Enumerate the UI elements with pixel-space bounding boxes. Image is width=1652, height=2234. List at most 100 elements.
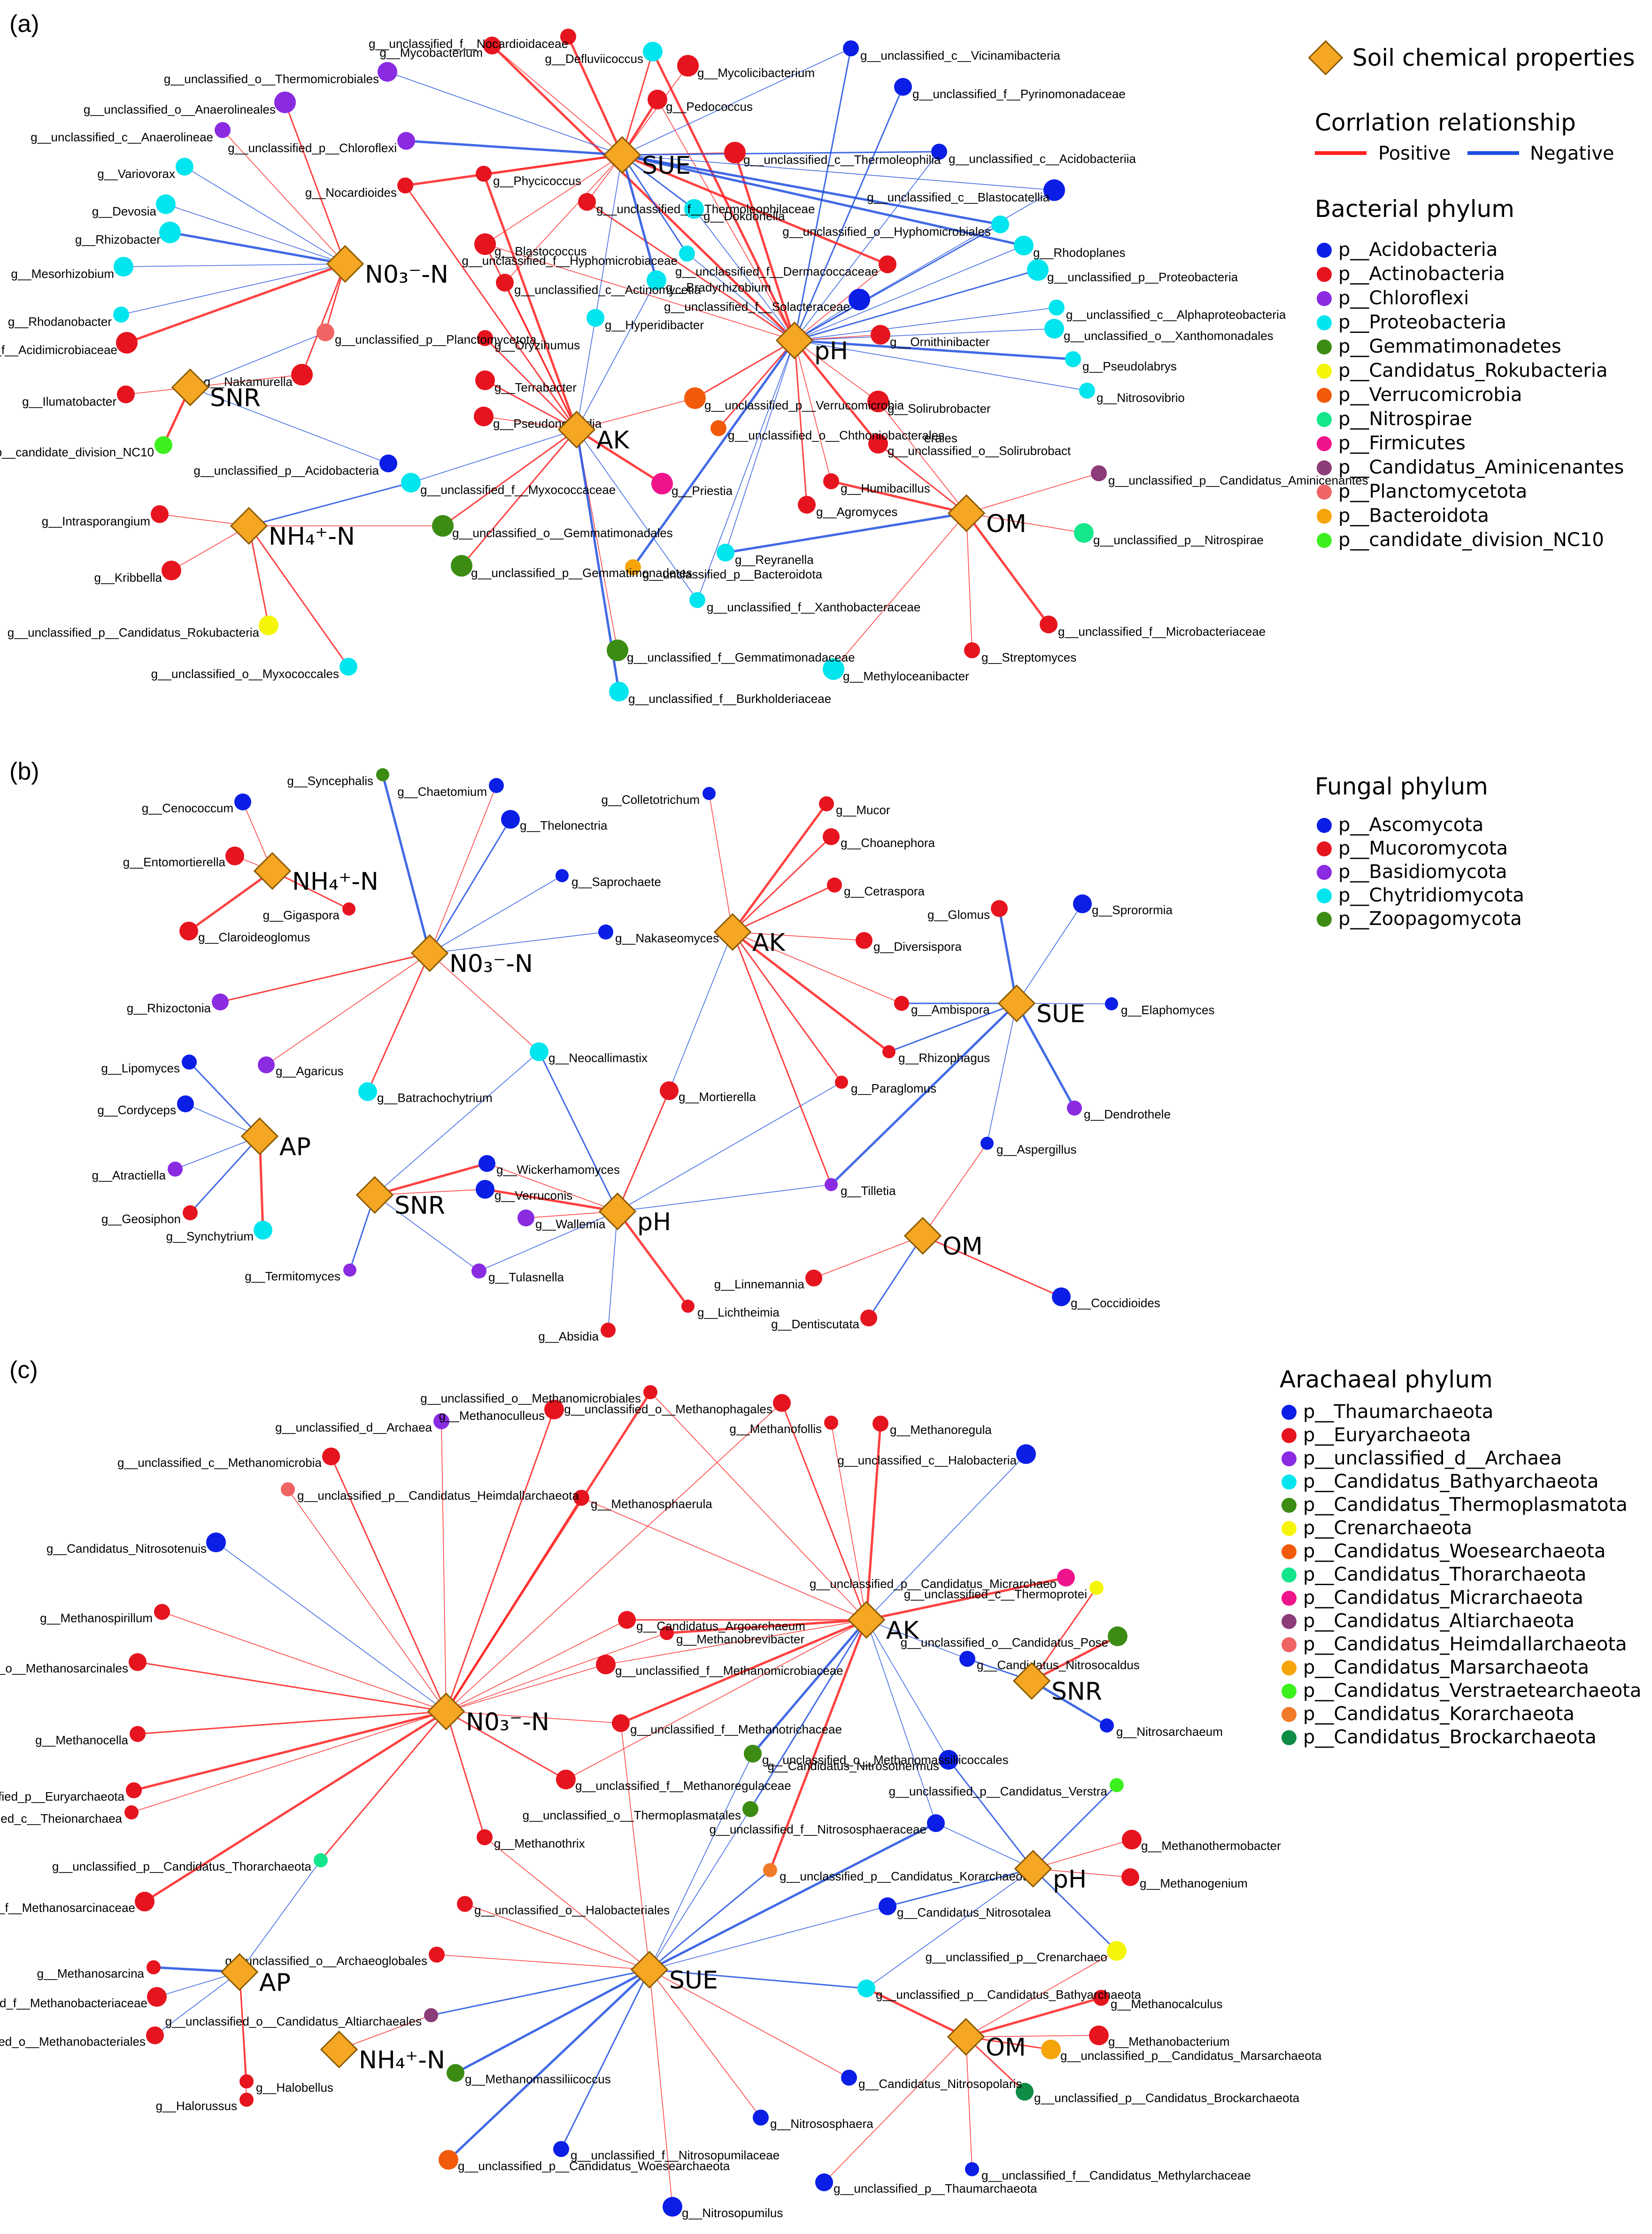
- node-label-g-unclassified-p-candidatus-rokubacteria: g__unclassified_p__Candidatus_Rokubacter…: [8, 625, 260, 639]
- node-g-colletotrichum: [702, 787, 716, 800]
- node-g-unclassified-o-myxococcales: [340, 658, 357, 676]
- node-g-unclassified-f-nocardioidaceae: [560, 29, 576, 45]
- edge-om-g-dentiscutata: [868, 1235, 924, 1318]
- edge-ak-g-choanephora: [732, 836, 832, 933]
- legend-dot-p-bacteroidota: [1317, 508, 1332, 524]
- node-g-unclassified-o-solirubrobact: [868, 434, 888, 454]
- hub-snr-label: SNR: [394, 1192, 445, 1220]
- node-g-wallemia: [517, 1209, 534, 1226]
- node-g-unclassified-f-nitrososphaeraceae: [927, 1814, 945, 1832]
- node-g-unclassified-f-pyrinomonadaceae: [894, 78, 912, 96]
- edge-ak-g-unclassified-c-halobacteria: [866, 1454, 1027, 1620]
- edge-no3-g-syncephalis: [381, 774, 431, 954]
- node-label-g-halorussus: g__Halorussus: [156, 2099, 237, 2113]
- node-g-synchytrium: [254, 1221, 272, 1240]
- node-g-methanoculleus: [544, 1400, 564, 1419]
- node-label-g-batrachochytrium: g__Batrachochytrium: [377, 1091, 493, 1105]
- hub-ap-diamond: [240, 1117, 279, 1156]
- node-label-g-unclassified-c-thermoleophilia: g__unclassified_c__Thermoleophilia: [743, 153, 941, 167]
- node-g-agromyces: [798, 496, 816, 514]
- node-label-g-linnemannia: g__Linnemannia: [714, 1277, 805, 1291]
- legend-item-p-zoopagomycota: p__Zoopagomycota: [1338, 908, 1522, 930]
- edge-ak-g-terrabacter: [485, 379, 577, 431]
- node-g-dentiscutata: [860, 1310, 877, 1326]
- node-g-phycicoccus: [476, 166, 492, 182]
- node-label-g-rhizoctonia: g__Rhizoctonia: [127, 1001, 211, 1015]
- edge-ph-g-unclassified-o-xanthomonadales: [794, 328, 1055, 341]
- legend-item-p-gemmatimonadetes: p__Gemmatimonadetes: [1338, 336, 1561, 357]
- node-g-unclassified-o-methanomassiliicoccales: [744, 1745, 762, 1763]
- edge-sue-g-nocardioides: [405, 154, 623, 187]
- hub-no3-diamond: [427, 1692, 465, 1731]
- legend-dot-p-proteobacteria: [1317, 315, 1332, 331]
- node-g-cordyceps: [177, 1095, 194, 1112]
- edge-ph-g-unclassified-c-thermoleophilia: [733, 152, 796, 341]
- edge-sue-g-unclassified-f-nocardioidaceae: [567, 36, 624, 156]
- edge-ap-g-unclassified-p-candidatus-thorarchaeota: [239, 1860, 321, 1972]
- node-g-unclassified-f-methanoregulaceae: [556, 1770, 576, 1789]
- node-g-kribbella: [162, 561, 181, 580]
- node-label-g-methanosphaerula: g__Methanosphaerula: [591, 1497, 712, 1511]
- node-label-g-unclassified-o-solirubrobact: g__unclassified_o__Solirubrobact: [888, 444, 1071, 458]
- edge-no3-g-unclassified-c-anaerolineae: [222, 130, 346, 264]
- panel-a-bacterial-network: g__unclassified_f__Nocardioidaceaeg__Myc…: [0, 10, 1368, 706]
- edge-ph-g-unclassified-f-nitrososphaeraceae: [935, 1823, 1034, 1869]
- node-label-g-atractiella: g__Atractiella: [92, 1168, 166, 1182]
- edge-sue-g-unclassified-c-acidobacteriia: [622, 151, 940, 156]
- node-g-rhizobacter: [159, 222, 181, 243]
- legend-item-p-actinobacteria: p__Actinobacteria: [1338, 263, 1505, 285]
- legend-item-p-chytridiomycota: p__Chytridiomycota: [1338, 885, 1524, 906]
- node-label-g-unclassified-p-candidatus-bathyarchaeota: g__unclassified_p__Candidatus_Bathyarcha…: [876, 1987, 1142, 2002]
- legend-item-p-verrucomicrobia: p__Verrucomicrobia: [1338, 384, 1522, 406]
- edge-ak-g-phycicoccus: [482, 173, 578, 430]
- edge-om-g-unclassified-p-nitrospirae: [966, 513, 1084, 533]
- edge-no3-g-rhizoctonia: [220, 952, 430, 1003]
- edge-snr-g-unclassified-p-planctomycetota: [190, 332, 326, 388]
- node-g-candidatus-nitrosotalea: [879, 1897, 896, 1915]
- legend-hub-title: Soil chemical properties: [1352, 44, 1635, 71]
- edge-ak-g-tilletia: [732, 932, 832, 1185]
- node-label-g-glomus: g__Glomus: [927, 908, 990, 922]
- edge-ak-g-unclassified-o-methanomassiliicoccales: [752, 1619, 867, 1755]
- node-g-unclassified-p-candidatus-brockarchaeota: [1016, 2083, 1034, 2101]
- legend-dot-p-candidatus-woesearchaeota: [1281, 1544, 1297, 1559]
- node-g-unclassified-p-nitrospirae: [1074, 523, 1094, 543]
- node-label-g-rhizophagus: g__Rhizophagus: [898, 1051, 990, 1065]
- node-g-unclassified-o-methanomicrobiales: [643, 1385, 657, 1399]
- edge-no3-g-agaricus: [266, 953, 430, 1065]
- node-g-paraglomus: [835, 1076, 848, 1089]
- node-label-g-cetraspora: g__Cetraspora: [844, 884, 925, 898]
- node-g-variovorax: [176, 158, 193, 176]
- edge-sue-g-methanothrix: [484, 1837, 650, 1970]
- node-label-g-nocardioides: g__Nocardioides: [305, 185, 397, 200]
- edge-ak-g-colletotrichum: [709, 793, 733, 932]
- edge-ak-g-nocardioides: [404, 185, 578, 430]
- node-label-g-unclassified-f-methanotrichaceae: g__unclassified_f__Methanotrichaceae: [630, 1722, 842, 1736]
- hub-no3-diamond: [410, 934, 449, 972]
- legend-item-p-candidatus-verstraetearchaeota: p__Candidatus_Verstraetearchaeota: [1303, 1680, 1641, 1702]
- edge-ph-g-methanothermobacter: [1033, 1839, 1132, 1869]
- legend-bacterial: Soil chemical properties Corrlation rela…: [1308, 40, 1635, 551]
- hub-om-label: OM: [986, 510, 1027, 538]
- node-label-g-unclassified-c-actinomycetia: g__unclassified_c__Actinomycetia: [514, 283, 701, 297]
- node-g-methanothrix: [477, 1829, 493, 1845]
- node-g-halobellus: [239, 2074, 254, 2088]
- node-label-g-unclassified-f-nitrosopumilaceae: g__unclassified_f__Nitrosopumilaceae: [571, 2148, 780, 2162]
- legend-dot-p-planctomycetota: [1317, 485, 1332, 500]
- node-label-g-unclassified-f-hyphomicrobiaceae: g__unclassified_f__Hyphomicrobiaceae: [462, 254, 678, 268]
- node-g-methanocella: [130, 1726, 146, 1742]
- node-label-g-entomortierella: g__Entomortierella: [123, 855, 226, 869]
- node-label-g-methanocella: g__Methanocella: [35, 1733, 129, 1747]
- legend-item-p-candidatus-micrarchaeota: p__Candidatus_Micrarchaeota: [1303, 1587, 1583, 1609]
- node-g-cetraspora: [827, 878, 842, 893]
- edge-ph-g-rhodoplanes: [794, 245, 1024, 341]
- legend-dot-p-candidatus-micrarchaeota: [1281, 1591, 1297, 1606]
- edge-om-g-methanobacterium: [965, 2035, 1099, 2037]
- node-g-humibacillus: [823, 473, 839, 489]
- edge-snr-g-unclassified-o-candidatus-pose: [1031, 1635, 1119, 1682]
- node-label-g-mesorhizobium: g__Mesorhizobium: [11, 267, 114, 281]
- hub-snr-diamond: [171, 368, 209, 407]
- edge-no3-g-nakaseomyces: [429, 932, 606, 954]
- node-g-unclassified-o-methanobacteriales: [146, 2026, 164, 2044]
- legend-item-p-crenarchaeota: p__Crenarchaeota: [1303, 1518, 1472, 1539]
